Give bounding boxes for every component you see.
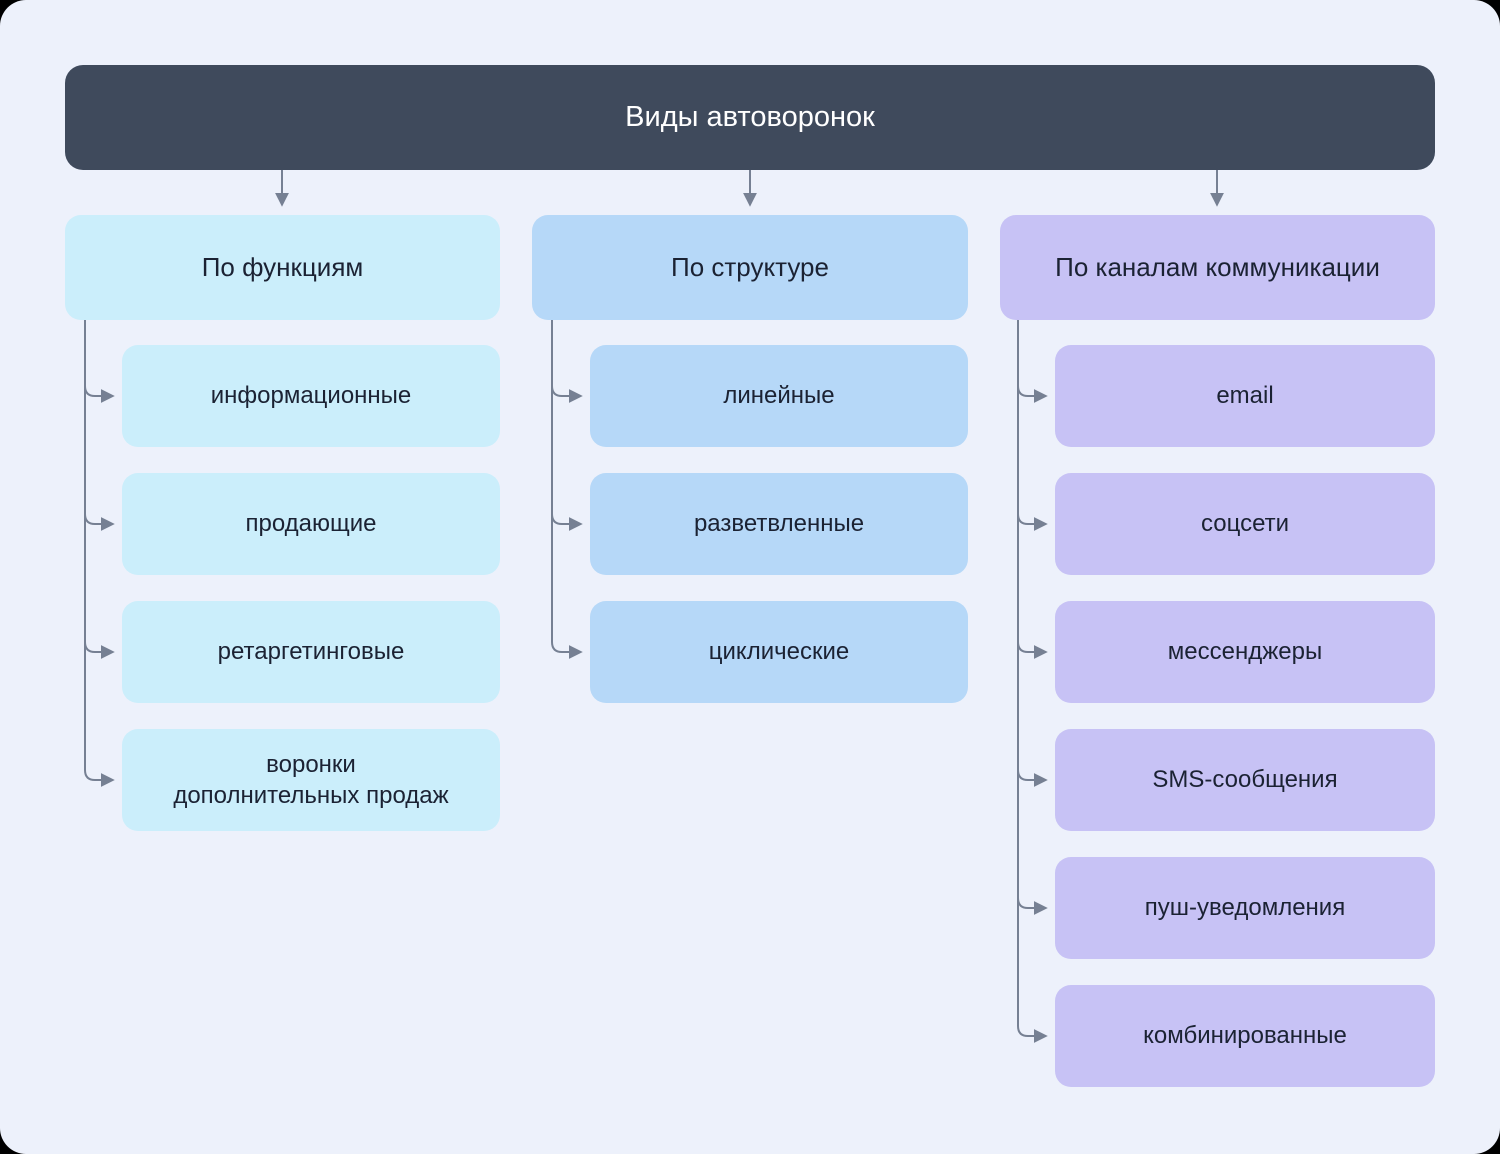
channels-item-label: SMS-сообщения xyxy=(1152,766,1338,794)
channels-item-label: комбинированные xyxy=(1143,1022,1347,1050)
channels-item-label: мессенджеры xyxy=(1167,638,1323,666)
channels-item-label: email xyxy=(1216,382,1274,410)
category-structure-label: По структуре xyxy=(671,251,829,282)
structure-item-label: циклические xyxy=(708,638,850,666)
root-node: Виды автоворонок xyxy=(65,65,1435,170)
structure-item-label: линейные xyxy=(723,382,835,410)
structure-item-label: разветвленные xyxy=(693,510,865,538)
structure-item: линейные xyxy=(590,345,968,447)
channels-item: соцсети xyxy=(1055,473,1435,575)
channels-item: пуш-уведомления xyxy=(1055,857,1435,959)
category-structure: По структуре xyxy=(532,215,968,320)
functions-item-label: ретаргетинговые xyxy=(217,638,405,666)
root-node-label: Виды автоворонок xyxy=(625,100,875,133)
category-channels-label: По каналам коммуникации xyxy=(1055,251,1380,282)
channels-item-label: соцсети xyxy=(1200,510,1290,538)
channels-item: email xyxy=(1055,345,1435,447)
functions-item: ретаргетинговые xyxy=(122,601,500,703)
category-functions-label: По функциям xyxy=(201,251,364,282)
structure-item: циклические xyxy=(590,601,968,703)
channels-item: комбинированные xyxy=(1055,985,1435,1087)
functions-item-label: воронки дополнительных продаж xyxy=(173,750,449,809)
functions-item-label: продающие xyxy=(245,510,377,538)
channels-item-label: пуш-уведомления xyxy=(1144,894,1346,922)
category-functions: По функциям xyxy=(65,215,500,320)
category-channels: По каналам коммуникации xyxy=(1000,215,1435,320)
functions-item-label: информационные xyxy=(210,382,412,410)
channels-item: мессенджеры xyxy=(1055,601,1435,703)
functions-item: воронки дополнительных продаж xyxy=(122,729,500,831)
channels-item: SMS-сообщения xyxy=(1055,729,1435,831)
structure-item: разветвленные xyxy=(590,473,968,575)
functions-item: продающие xyxy=(122,473,500,575)
functions-item: информационные xyxy=(122,345,500,447)
